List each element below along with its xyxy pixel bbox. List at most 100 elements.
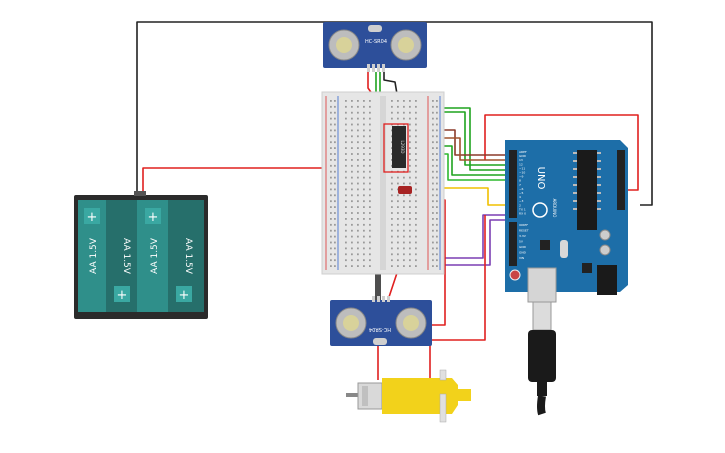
breadboard-hole bbox=[345, 123, 347, 126]
breadboard-hole bbox=[330, 259, 332, 262]
power-jack[interactable] bbox=[597, 265, 617, 295]
breadboard-hole bbox=[436, 105, 438, 108]
ultrasonic-sensor-top[interactable]: HC-SR04 bbox=[323, 22, 427, 72]
breadboard-hole bbox=[432, 218, 434, 220]
breadboard-hole bbox=[397, 259, 399, 262]
breadboard-hole bbox=[363, 218, 365, 220]
breadboard-hole bbox=[436, 241, 438, 244]
motor-driver-chip[interactable]: L293D bbox=[383, 123, 409, 173]
breadboard-hole bbox=[369, 241, 371, 244]
breadboard-hole bbox=[369, 111, 371, 114]
breadboard-hole bbox=[415, 241, 417, 244]
usb-port[interactable] bbox=[527, 267, 557, 303]
breadboard-hole bbox=[409, 218, 411, 220]
breadboard-hole bbox=[432, 111, 434, 114]
arduino-power-label: 5V bbox=[519, 240, 524, 244]
arduino-pin-label: 8 bbox=[519, 179, 521, 183]
arduino-pin-label: GND bbox=[519, 154, 527, 158]
breadboard-hole bbox=[403, 223, 405, 226]
breadboard-hole bbox=[369, 170, 371, 173]
usb-cable[interactable] bbox=[528, 301, 556, 416]
breadboard-hole bbox=[369, 265, 371, 267]
breadboard-hole bbox=[369, 206, 371, 208]
breadboard-hole bbox=[369, 123, 371, 126]
breadboard-hole bbox=[436, 147, 438, 149]
breadboard-hole bbox=[369, 164, 371, 167]
led[interactable] bbox=[398, 186, 412, 194]
breadboard-hole bbox=[403, 176, 405, 179]
breadboard-hole bbox=[391, 229, 393, 232]
breadboard-hole bbox=[432, 135, 434, 138]
breadboard-hole bbox=[415, 194, 417, 197]
breadboard-hole bbox=[363, 159, 365, 161]
breadboard-hole bbox=[432, 241, 434, 244]
arduino-uno[interactable]: UNO ARDUINO AREFGND1312~11~10~987~6~54~3… bbox=[505, 140, 628, 303]
breadboard-hole bbox=[403, 218, 405, 220]
breadboard-hole bbox=[409, 253, 411, 256]
arduino-pin-label: 4 bbox=[519, 195, 521, 199]
breadboard-hole bbox=[432, 123, 434, 126]
breadboard[interactable] bbox=[321, 91, 445, 275]
reset-button[interactable] bbox=[509, 269, 521, 281]
sensor-bottom-label: HC-SR04 bbox=[369, 326, 391, 332]
breadboard-hole bbox=[351, 153, 353, 155]
breadboard-hole bbox=[363, 141, 365, 144]
breadboard-hole bbox=[409, 182, 411, 185]
breadboard-hole bbox=[363, 206, 365, 208]
battery-pack[interactable]: AA 1.5V AA 1.5V AA 1.5V AA 1.5V + + + + bbox=[74, 191, 208, 319]
breadboard-hole bbox=[334, 223, 336, 226]
breadboard-hole bbox=[415, 182, 417, 185]
breadboard-hole bbox=[363, 111, 365, 114]
breadboard-hole bbox=[403, 235, 405, 238]
breadboard-hole bbox=[432, 159, 434, 161]
breadboard-hole bbox=[415, 111, 417, 114]
breadboard-hole bbox=[432, 200, 434, 203]
breadboard-hole bbox=[363, 147, 365, 149]
wire-red-motor-2[interactable] bbox=[429, 215, 486, 380]
breadboard-hole bbox=[351, 100, 353, 102]
battery-terminal bbox=[114, 286, 130, 302]
breadboard-hole bbox=[357, 194, 359, 197]
wire-black-top-loop[interactable] bbox=[136, 21, 653, 206]
battery-terminal bbox=[145, 208, 161, 224]
breadboard-hole bbox=[363, 235, 365, 238]
battery-plus-4: + bbox=[179, 288, 190, 303]
breadboard-hole bbox=[363, 253, 365, 256]
breadboard-hole bbox=[415, 105, 417, 108]
breadboard-hole bbox=[369, 153, 371, 155]
breadboard-hole bbox=[403, 111, 405, 114]
breadboard-hole bbox=[415, 235, 417, 238]
breadboard-hole bbox=[334, 164, 336, 167]
breadboard-hole bbox=[369, 182, 371, 185]
breadboard-hole bbox=[351, 176, 353, 179]
ultrasonic-sensor-bottom[interactable]: HC-SR04 bbox=[330, 296, 432, 346]
arduino-pin-label: RX 0 bbox=[519, 212, 526, 216]
dc-gear-motor[interactable] bbox=[346, 369, 471, 423]
arduino-pin-label: 7 bbox=[519, 183, 521, 187]
breadboard-hole bbox=[330, 170, 332, 173]
breadboard-hole bbox=[351, 218, 353, 220]
breadboard-hole bbox=[397, 188, 399, 191]
breadboard-hole bbox=[432, 117, 434, 120]
breadboard-hole bbox=[357, 164, 359, 167]
breadboard-hole bbox=[334, 229, 336, 232]
wire-red-arduino[interactable] bbox=[484, 114, 639, 191]
breadboard-hole bbox=[351, 206, 353, 208]
arduino-power-label: RESET bbox=[519, 229, 529, 233]
breadboard-hole bbox=[415, 259, 417, 262]
breadboard-hole bbox=[345, 265, 347, 267]
wire-red-battery[interactable] bbox=[142, 167, 385, 195]
breadboard-hole bbox=[351, 141, 353, 144]
battery-terminal bbox=[84, 208, 100, 224]
wire-yellow[interactable] bbox=[412, 187, 508, 206]
breadboard-hole bbox=[369, 259, 371, 262]
breadboard-hole bbox=[334, 188, 336, 191]
breadboard-hole bbox=[436, 253, 438, 256]
breadboard-hole bbox=[415, 206, 417, 208]
breadboard-hole bbox=[345, 253, 347, 256]
breadboard-hole bbox=[369, 223, 371, 226]
breadboard-hole bbox=[369, 135, 371, 138]
breadboard-hole bbox=[363, 265, 365, 267]
breadboard-hole bbox=[397, 176, 399, 179]
breadboard-hole bbox=[391, 105, 393, 108]
